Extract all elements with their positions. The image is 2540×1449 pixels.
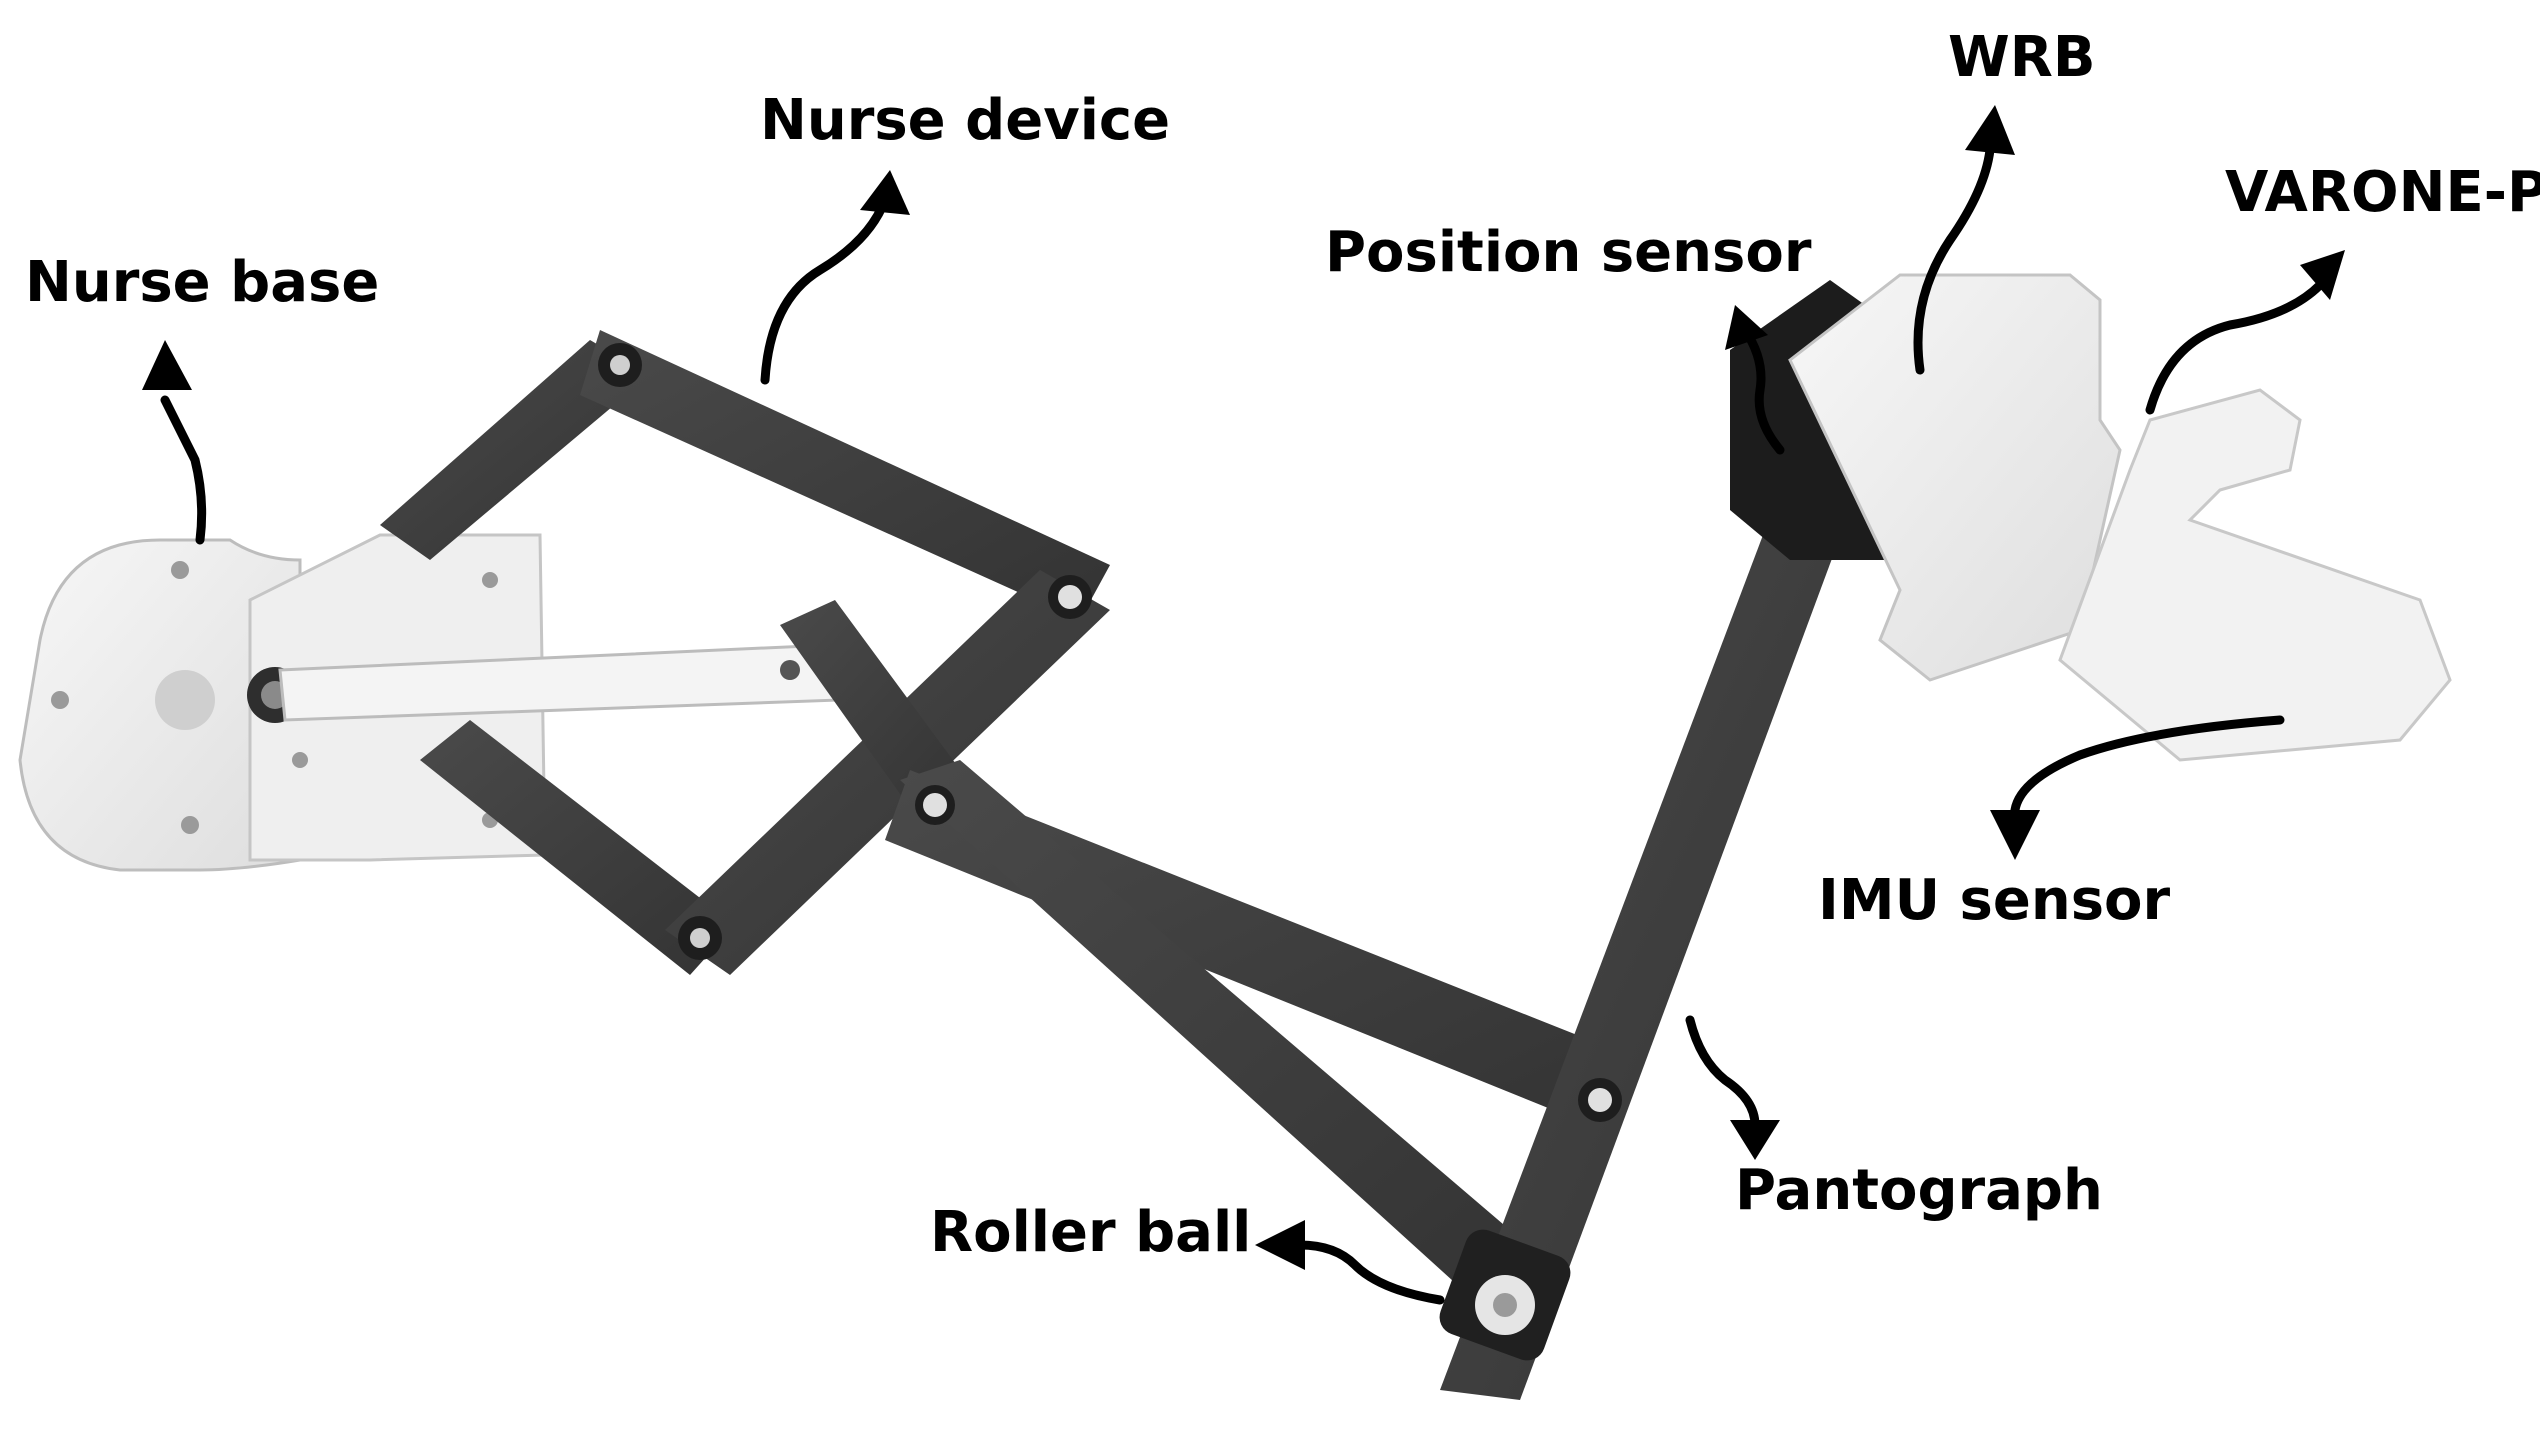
label-arrows xyxy=(142,105,2345,1305)
label-varone-p: VARONE-P xyxy=(2225,160,2540,225)
wrist-robot-body xyxy=(1788,273,2452,762)
label-position-sensor: Position sensor xyxy=(1325,220,1812,285)
roller-ball xyxy=(1439,1229,1571,1361)
nurse-base xyxy=(18,533,842,872)
label-nurse-base: Nurse base xyxy=(25,250,380,315)
joint-pivots xyxy=(598,343,1622,1122)
pantograph-linkage xyxy=(380,330,1850,1400)
label-nurse-device: Nurse device xyxy=(760,88,1171,153)
label-pantograph: Pantograph xyxy=(1735,1158,2103,1223)
label-wrb: WRB xyxy=(1948,25,2096,90)
label-imu-sensor: IMU sensor xyxy=(1818,868,2171,933)
label-roller-ball: Roller ball xyxy=(930,1200,1252,1265)
